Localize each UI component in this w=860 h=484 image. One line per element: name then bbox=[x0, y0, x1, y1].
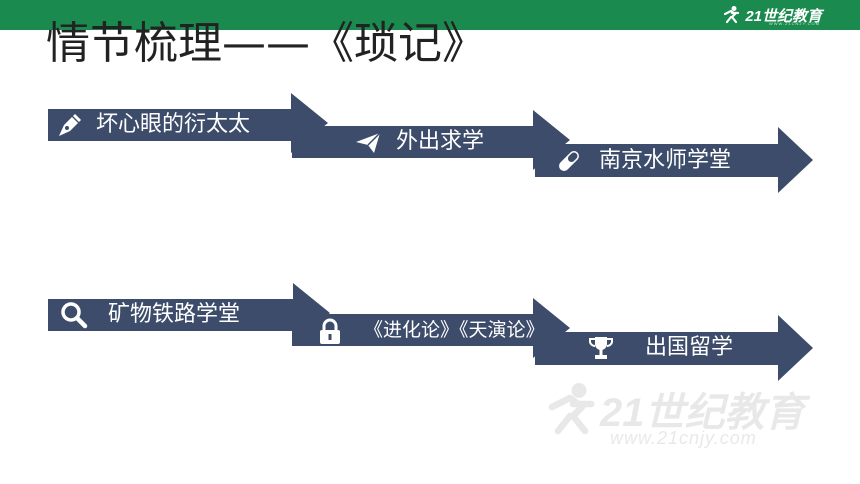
page-title: 情节梳理——《琐记》 bbox=[46, 18, 486, 69]
brand-logo: 21世纪教育 bbox=[721, 4, 822, 26]
arrow-shape bbox=[48, 283, 330, 343]
paper-plane-icon bbox=[356, 132, 381, 153]
arrow-shape bbox=[292, 110, 570, 170]
watermark: 21世纪教育 www.21cnjy.com bbox=[540, 380, 830, 460]
flow-step-4: 矿物铁路学堂 bbox=[48, 283, 330, 343]
arrow-shape bbox=[535, 315, 813, 381]
step-label: 矿物铁路学堂 bbox=[108, 302, 241, 327]
flow-step-1: 坏心眼的衍太太 bbox=[48, 93, 328, 153]
top-bar bbox=[0, 0, 860, 30]
flow-step-6: 出国留学 bbox=[535, 315, 813, 381]
step-label: 南京水师学堂 bbox=[599, 148, 732, 173]
step-label: 《进化论》《天演论》 bbox=[364, 319, 545, 341]
arrow-shape bbox=[292, 298, 570, 358]
runner-watermark-icon bbox=[548, 383, 595, 435]
pen-nib-icon bbox=[59, 113, 82, 136]
flow-step-2: 外出求学 bbox=[292, 110, 570, 170]
step-label: 坏心眼的衍太太 bbox=[96, 112, 251, 137]
brand-url: WWW.21CNJY.COM bbox=[768, 21, 820, 26]
arrow-shape bbox=[535, 127, 813, 193]
flow-step-5: 《进化论》《天演论》 bbox=[292, 298, 570, 358]
step-label: 出国留学 bbox=[645, 335, 734, 360]
flow-step-3: 南京水师学堂 bbox=[535, 127, 813, 193]
step-label: 外出求学 bbox=[396, 129, 485, 154]
brand-text: 21世纪教育 bbox=[745, 7, 822, 25]
watermark-url: www.21cnjy.com bbox=[610, 428, 757, 448]
trophy-icon bbox=[589, 337, 613, 359]
lock-icon bbox=[320, 318, 340, 344]
runner-logo-icon bbox=[724, 6, 740, 24]
search-icon bbox=[61, 302, 88, 329]
arrow-shape bbox=[48, 93, 328, 153]
capsule-icon bbox=[559, 151, 579, 171]
watermark-text: 21世纪教育 bbox=[600, 391, 805, 435]
